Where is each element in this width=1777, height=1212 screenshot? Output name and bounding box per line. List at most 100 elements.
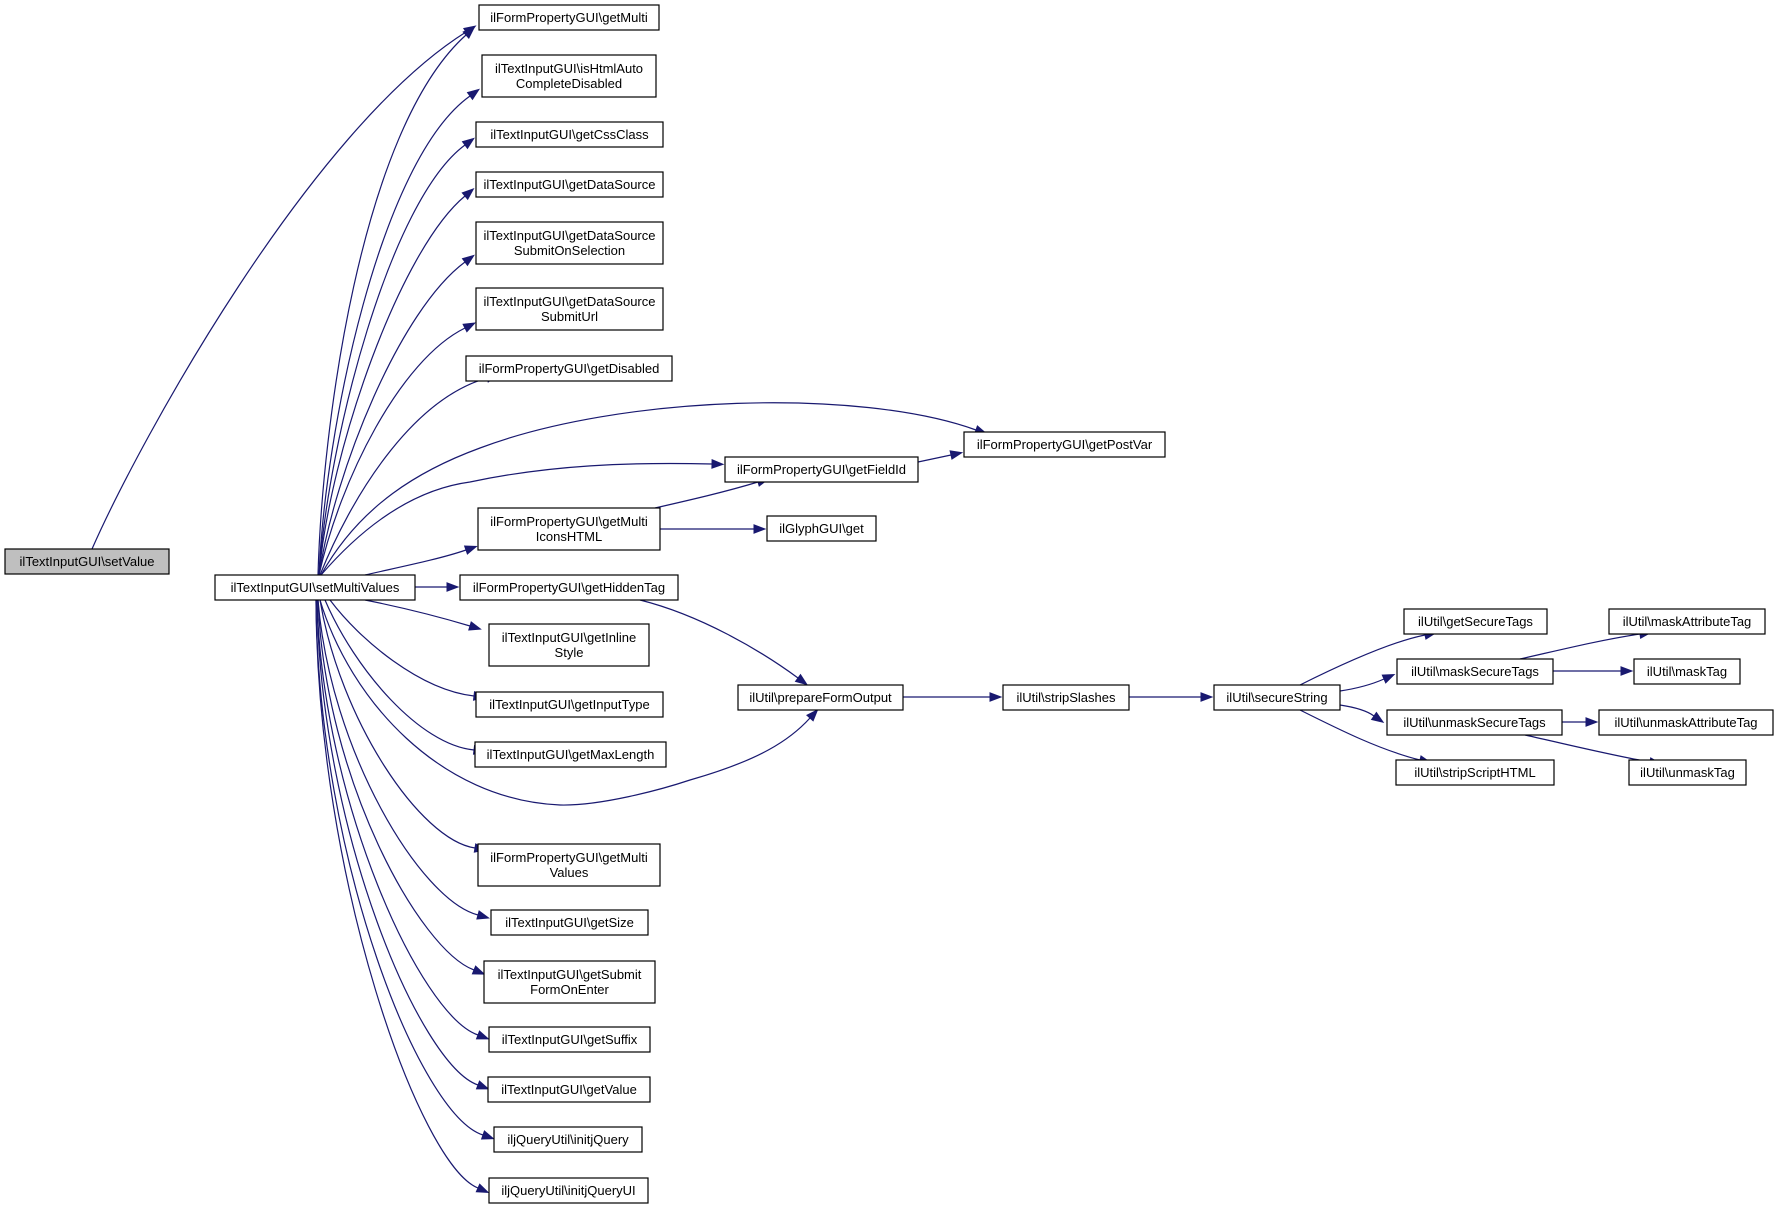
node-maskSecureTags[interactable]: ilUtil\maskSecureTags [1396,658,1554,685]
node-label: ilGlyphGUI\get [779,521,864,536]
node-unmaskTag[interactable]: ilUtil\unmaskTag [1628,759,1747,786]
edge-line [316,599,479,1086]
edge-line [1339,678,1385,692]
node-label: IconsHTML [536,529,602,544]
node-label: ilTextInputGUI\getDataSource [484,228,656,243]
node-maskAttributeTag[interactable]: ilUtil\maskAttributeTag [1608,608,1766,635]
node-box [483,960,656,1004]
node-getValue[interactable]: ilTextInputGUI\getValue [487,1076,651,1103]
edge-line [319,599,811,806]
edge-setMultiValues-to-getMultiIconsHTML [364,545,478,576]
node-getMaxLength[interactable]: ilTextInputGUI\getMaxLength [474,741,667,768]
edge-line [319,599,476,849]
node-box [475,221,664,265]
edge-line [654,481,759,509]
edge-line [317,599,479,916]
edge-setValue-to-getMulti [91,25,477,550]
node-stripSlashes[interactable]: ilUtil\stripSlashes [1002,684,1130,711]
node-box [474,741,667,768]
node-label: SubmitUrl [541,309,598,324]
node-prepareFormOutput[interactable]: ilUtil\prepareFormOutput [737,684,904,711]
edge-line [329,599,475,697]
node-glyphGet[interactable]: ilGlyphGUI\get [766,515,877,542]
node-box [477,843,661,887]
node-box [488,623,650,667]
edge-setMultiValues-to-initjQuery [315,599,495,1140]
node-box [478,4,660,31]
node-label: ilTextInputGUI\getCssClass [490,127,649,142]
node-getDataSourceSubmitOnSelection[interactable]: ilTextInputGUI\getDataSourceSubmitOnSele… [475,221,664,265]
node-getSecureTags[interactable]: ilUtil\getSecureTags [1403,608,1548,635]
node-label: ilTextInputGUI\getMaxLength [487,747,655,762]
node-label: iljQueryUtil\initjQuery [507,1132,629,1147]
node-label: Style [555,645,584,660]
node-box [477,507,661,551]
edge-line [318,195,466,576]
node-setMultiValues[interactable]: ilTextInputGUI\setMultiValues [214,574,416,601]
arrowhead [989,692,1003,702]
node-label: ilTextInputGUI\setValue [20,554,155,569]
edge-line [319,377,488,576]
node-getHiddenTag[interactable]: ilFormPropertyGUI\getHiddenTag [459,574,679,601]
arrowhead [461,187,475,201]
node-getSize[interactable]: ilTextInputGUI\getSize [490,909,649,936]
edge-getMultiIconsHTML-to-glyphGet [660,524,767,534]
arrowhead [1620,666,1634,676]
edge-setMultiValues-to-getDataSourceSubmitOnSelection [318,254,475,576]
node-box [1598,709,1774,736]
node-box [465,355,673,382]
node-label: SubmitOnSelection [514,243,625,258]
node-label: ilUtil\stripSlashes [1017,690,1116,705]
node-isHtmlAuto[interactable]: ilTextInputGUI\isHtmlAutoCompleteDisable… [481,54,657,98]
node-getMulti[interactable]: ilFormPropertyGUI\getMulti [478,4,660,31]
edge-line [318,327,466,576]
edge-line [1299,634,1426,686]
arrowhead [461,137,475,150]
edge-setMultiValues-to-getValue [316,599,490,1090]
node-getPostVar[interactable]: ilFormPropertyGUI\getPostVar [963,431,1166,458]
edge-setMultiValues-to-getDataSourceSubmitUrl [318,322,477,576]
edge-line [639,599,799,679]
edge-prepareFormOutput-to-stripSlashes [903,692,1003,702]
arrowhead [461,254,475,267]
node-getSuffix[interactable]: ilTextInputGUI\getSuffix [488,1026,651,1053]
node-setValue[interactable]: ilTextInputGUI\setValue [4,548,170,575]
edge-setMultiValues-to-getFieldId [320,459,725,576]
edge-line [917,454,952,463]
arrowhead [1370,711,1385,723]
node-maskTag[interactable]: ilUtil\maskTag [1633,658,1741,685]
node-getFieldId[interactable]: ilFormPropertyGUI\getFieldId [724,456,919,483]
node-secureString[interactable]: ilUtil\secureString [1213,684,1341,711]
node-getInputType[interactable]: ilTextInputGUI\getInputType [475,691,664,718]
node-unmaskSecureTags[interactable]: ilUtil\unmaskSecureTags [1386,709,1563,736]
node-box [1608,608,1766,635]
node-getDisabled[interactable]: ilFormPropertyGUI\getDisabled [465,355,673,382]
node-label: ilTextInputGUI\getInputType [489,697,649,712]
arrowhead [463,545,478,555]
node-label: ilFormPropertyGUI\getFieldId [737,462,906,477]
edge-setMultiValues-to-getInputType [329,599,487,701]
node-initjQueryUI[interactable]: iljQueryUtil\initjQueryUI [488,1177,649,1204]
edge-unmaskSecureTags-to-unmaskAttributeTag [1562,717,1599,727]
edge-getHiddenTag-to-prepareFormOutput [639,599,809,686]
edge-secureString-to-maskSecureTags [1339,674,1396,692]
node-box [488,1026,651,1053]
node-unmaskAttributeTag[interactable]: ilUtil\unmaskAttributeTag [1598,709,1774,736]
node-getDataSource[interactable]: ilTextInputGUI\getDataSource [475,171,664,198]
node-box [1396,658,1554,685]
node-box [459,574,679,601]
node-getCssClass[interactable]: ilTextInputGUI\getCssClass [475,121,664,148]
node-initjQuery[interactable]: iljQueryUtil\initjQuery [493,1126,643,1153]
edge-stripSlashes-to-secureString [1129,692,1214,702]
arrowhead [476,910,490,920]
node-label: ilFormPropertyGUI\getMulti [490,514,648,529]
edge-setMultiValues-to-getInlineStyle [364,599,482,631]
node-stripScriptHTML[interactable]: ilUtil\stripScriptHTML [1395,759,1555,786]
edge-line [324,599,475,751]
